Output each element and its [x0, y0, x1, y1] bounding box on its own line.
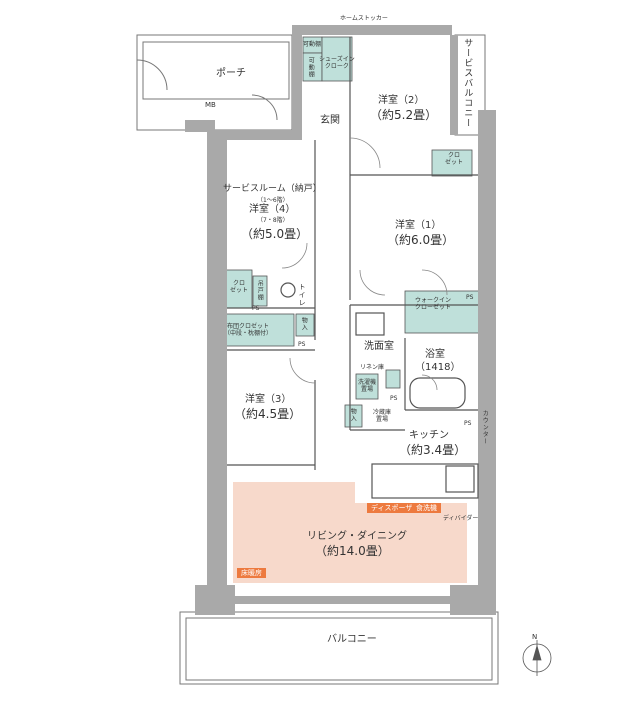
- futon-closet-label: 布団クロゼット （中段・枕棚付）: [224, 323, 273, 338]
- mb-door-arc: [251, 94, 278, 121]
- linen-label: リネン庫: [360, 364, 385, 371]
- door-arc-sr: [281, 242, 308, 269]
- wall-entrance-left: [292, 25, 302, 135]
- wall-left-cap: [185, 120, 215, 132]
- door-arc-w1: [421, 269, 448, 296]
- porch-label: ポーチ: [216, 68, 246, 79]
- service-room-label: サービスルーム（納戸）: [223, 184, 322, 194]
- floor-heating-tag: 床暖房: [237, 568, 266, 579]
- door-arc-hall: [359, 269, 386, 296]
- movable-shelf-2-label: 可動棚: [307, 56, 315, 78]
- mb-label: MB: [205, 101, 216, 109]
- toilet-label: トイレ: [298, 283, 307, 307]
- door-arc-bath: [421, 374, 438, 391]
- dishwasher-tag: 食洗機: [412, 503, 441, 514]
- living-name: リビング・ダイニング: [307, 531, 407, 542]
- walk-in-closet-label: ウォークイン クローゼット: [415, 297, 452, 312]
- western1-size: （約6.0畳）: [387, 233, 455, 247]
- walk-in-closet: [404, 290, 480, 334]
- kitchen-name: キッチン: [409, 430, 449, 441]
- toilet-shelf-label: 吊戸棚: [256, 280, 264, 301]
- washer-label: 洗濯機 置場: [358, 379, 377, 394]
- ps-label-2: PS: [466, 294, 474, 301]
- entrance-label: 玄関: [320, 115, 340, 126]
- shoes-in-closet: [321, 36, 353, 82]
- western4-floors: （7・8階）: [257, 217, 289, 224]
- western2-name: 洋室（2）: [378, 95, 425, 106]
- wash-basin: [355, 312, 385, 336]
- storage2-label: 物入: [349, 408, 357, 422]
- door-arc-w3: [289, 357, 316, 384]
- service-room-floors: （1～6階）: [257, 197, 289, 204]
- porch-outline: [136, 34, 293, 131]
- north-label: N: [532, 633, 538, 641]
- wall-bottom-right: [450, 585, 496, 615]
- closet-small-right: [431, 149, 473, 177]
- kitchen-side-shelf-label: カウンター: [481, 410, 489, 445]
- balcony-inner: [185, 617, 493, 681]
- ps-label-3: PS: [298, 341, 306, 348]
- washroom-label: 洗面室: [364, 341, 394, 352]
- living-size: （約14.0畳）: [315, 544, 390, 558]
- ps-label-4: PS: [390, 395, 398, 402]
- disposer-tag: ディスポーザー: [367, 503, 424, 514]
- shoes-in-closet-label: シューズイン クローク: [319, 56, 355, 71]
- bath-name: 浴室: [425, 349, 445, 360]
- western3-name: 洋室（3）: [245, 394, 292, 405]
- storage2-box: [344, 404, 363, 428]
- toilet-bowl: [280, 282, 296, 298]
- storage-box: [295, 313, 315, 337]
- western1-name: 洋室（1）: [395, 220, 442, 231]
- balcony-label: バルコニー: [327, 634, 377, 645]
- western3-size: （約4.5畳）: [234, 407, 302, 421]
- service-balcony-label: サービスバルコニー: [462, 38, 473, 128]
- wall-left: [207, 130, 227, 600]
- porch-gate-arc: [136, 59, 168, 91]
- storage-label: 物入: [300, 317, 308, 331]
- closet-left-label: クロ ゼット: [230, 280, 249, 295]
- porch-inner: [142, 41, 290, 100]
- home-stocker-label: ホームストッカー: [340, 15, 388, 22]
- kitchen-size: （約3.4畳）: [399, 443, 467, 457]
- wall-top: [292, 25, 452, 35]
- movable-shelf-1-label: 可動棚: [303, 41, 322, 48]
- bath-size: （1418）: [415, 362, 461, 373]
- stove: [445, 465, 475, 493]
- wall-right: [478, 110, 496, 610]
- futon-closet: [221, 313, 295, 347]
- linen-box: [385, 369, 401, 389]
- closet-small-right-label: クロ ゼット: [445, 152, 464, 167]
- western4-size: （約5.0畳）: [241, 227, 309, 241]
- bathtub: [409, 377, 466, 409]
- north-arrow: [522, 640, 552, 676]
- ps-label-5: PS: [464, 420, 472, 427]
- toilet-shelf: [252, 275, 268, 307]
- wall-right-top: [450, 35, 458, 135]
- door-arc-w2: [349, 137, 381, 169]
- divider-label: ディバイダー: [443, 515, 479, 522]
- ps-label-1: PS: [252, 305, 260, 312]
- balcony-outline: [179, 611, 499, 685]
- wall-mid-top: [227, 130, 302, 140]
- western4-name: 洋室（4）: [249, 204, 296, 215]
- western2-size: （約5.2畳）: [370, 108, 438, 122]
- wall-bottom: [227, 596, 452, 604]
- washer-area: [355, 373, 379, 400]
- kitchen-counter: [371, 463, 479, 499]
- fridge-label: 冷蔵庫 置場: [373, 409, 392, 424]
